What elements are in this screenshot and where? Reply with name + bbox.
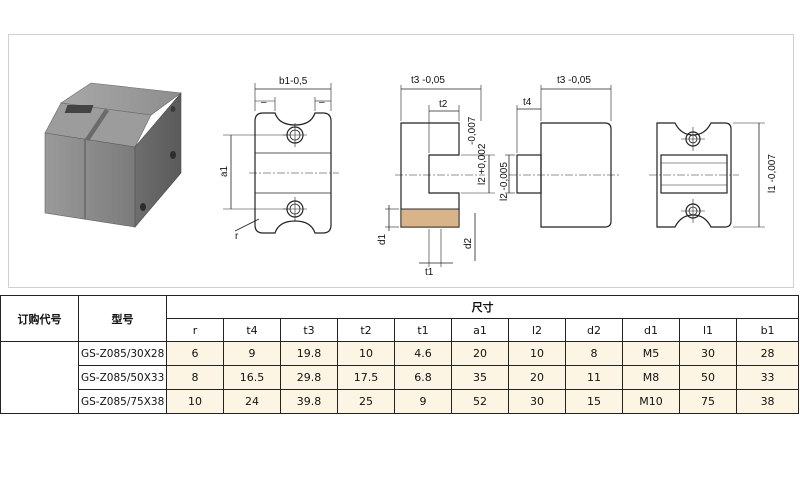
value-cell: 25 <box>337 389 395 414</box>
model-cell: GS-Z085/30X28 <box>78 341 167 366</box>
model-cell: GS-Z085/75X38 <box>78 389 167 414</box>
value-cell: 75 <box>679 389 737 414</box>
value-cell: 30 <box>679 341 737 366</box>
value-cell: 10 <box>337 341 395 366</box>
value-cell: M5 <box>622 341 680 366</box>
header-model: 型号 <box>78 295 167 342</box>
value-cell: 30 <box>508 389 566 414</box>
column-header: t1 <box>394 318 452 342</box>
table-row: GS-Z085/50X33 8 16.5 29.8 17.5 6.8 35 20… <box>1 365 800 390</box>
value-cell: 17.5 <box>337 365 395 390</box>
value-cell: 33 <box>735 365 800 390</box>
column-header: d2 <box>565 318 623 342</box>
model-cell: GS-Z085/50X33 <box>78 365 167 390</box>
value-cell: M10 <box>622 389 680 414</box>
header-order-code: 订购代号 <box>0 295 79 342</box>
technical-drawing: b1-0,5 – – a1 r t3 -0,05 <box>44 75 778 278</box>
column-header: t2 <box>337 318 395 342</box>
value-cell: 8 <box>565 341 623 366</box>
technical-drawing-panel: b1-0,5 – – a1 r t3 -0,05 <box>8 34 794 288</box>
end-l1-label: l1 -0,007 <box>767 154 778 193</box>
value-cell: 20 <box>451 341 509 366</box>
value-cell: 6 <box>166 341 224 366</box>
order-code-cell <box>0 341 79 414</box>
value-cell: M8 <box>622 365 680 390</box>
mid-t3-label: t3 -0,05 <box>557 75 591 86</box>
value-cell: 8 <box>166 365 224 390</box>
spec-table: 订购代号 型号 尺寸 r t4 t3 t2 t1 a1 l2 d2 d1 l1 … <box>0 295 800 414</box>
side-section-view <box>385 85 495 267</box>
column-header: d1 <box>622 318 680 342</box>
column-header: a1 <box>451 318 509 342</box>
value-cell: 35 <box>451 365 509 390</box>
spec-table-wrapper: 订购代号 型号 尺寸 r t4 t3 t2 t1 a1 l2 d2 d1 l1 … <box>0 295 800 414</box>
front-b1-label: b1-0,5 <box>279 76 308 87</box>
value-cell: 11 <box>565 365 623 390</box>
side-tol-label: -0,007 <box>467 116 478 145</box>
product-3d-image <box>44 82 182 228</box>
column-header: t3 <box>280 318 338 342</box>
side-t2-label: t2 <box>439 99 448 110</box>
value-cell: 39.8 <box>280 389 338 414</box>
front-r-label: r <box>235 231 239 242</box>
side-t3-label: t3 -0,05 <box>411 75 445 86</box>
value-cell: 29.8 <box>280 365 338 390</box>
value-cell: 24 <box>223 389 281 414</box>
value-cell: 50 <box>679 365 737 390</box>
value-cell: 16.5 <box>223 365 281 390</box>
column-header: l2 <box>508 318 566 342</box>
table-row: GS-Z085/30X28 6 9 19.8 10 4.6 20 10 8 M5… <box>0 341 800 414</box>
value-cell: 10 <box>166 389 224 414</box>
value-cell: 15 <box>565 389 623 414</box>
side-t1-label: t1 <box>425 267 434 278</box>
mid-l2-label: l2 -0,005 <box>499 162 510 201</box>
side-d1-label: d1 <box>377 233 388 245</box>
side-d2-label: d2 <box>463 237 474 249</box>
value-cell: 38 <box>735 389 800 414</box>
mid-t4-label: t4 <box>523 97 532 108</box>
stepped-view <box>505 85 619 228</box>
front-minus-right-label: – <box>319 97 325 108</box>
column-header: l1 <box>679 318 737 342</box>
side-l2-label: l2 +0,002 <box>477 143 488 185</box>
front-minus-left-label: – <box>261 97 267 108</box>
column-header: r <box>166 318 224 342</box>
value-cell: 10 <box>508 341 566 366</box>
table-row: GS-Z085/75X38 10 24 39.8 25 9 52 30 15 M… <box>1 389 800 414</box>
value-cell: 52 <box>451 389 509 414</box>
value-cell: 6.8 <box>394 365 452 390</box>
end-view <box>649 122 765 228</box>
value-cell: 20 <box>508 365 566 390</box>
value-cell: 9 <box>223 341 281 366</box>
front-a1-label: a1 <box>219 165 230 177</box>
value-cell: 9 <box>394 389 452 414</box>
value-cell: 19.8 <box>280 341 338 366</box>
front-view <box>223 83 339 234</box>
header-dimensions: 尺寸 <box>165 295 800 319</box>
column-header: b1 <box>735 318 800 342</box>
column-header: t4 <box>223 318 281 342</box>
value-cell: 4.6 <box>394 341 452 366</box>
value-cell: 28 <box>735 341 800 366</box>
